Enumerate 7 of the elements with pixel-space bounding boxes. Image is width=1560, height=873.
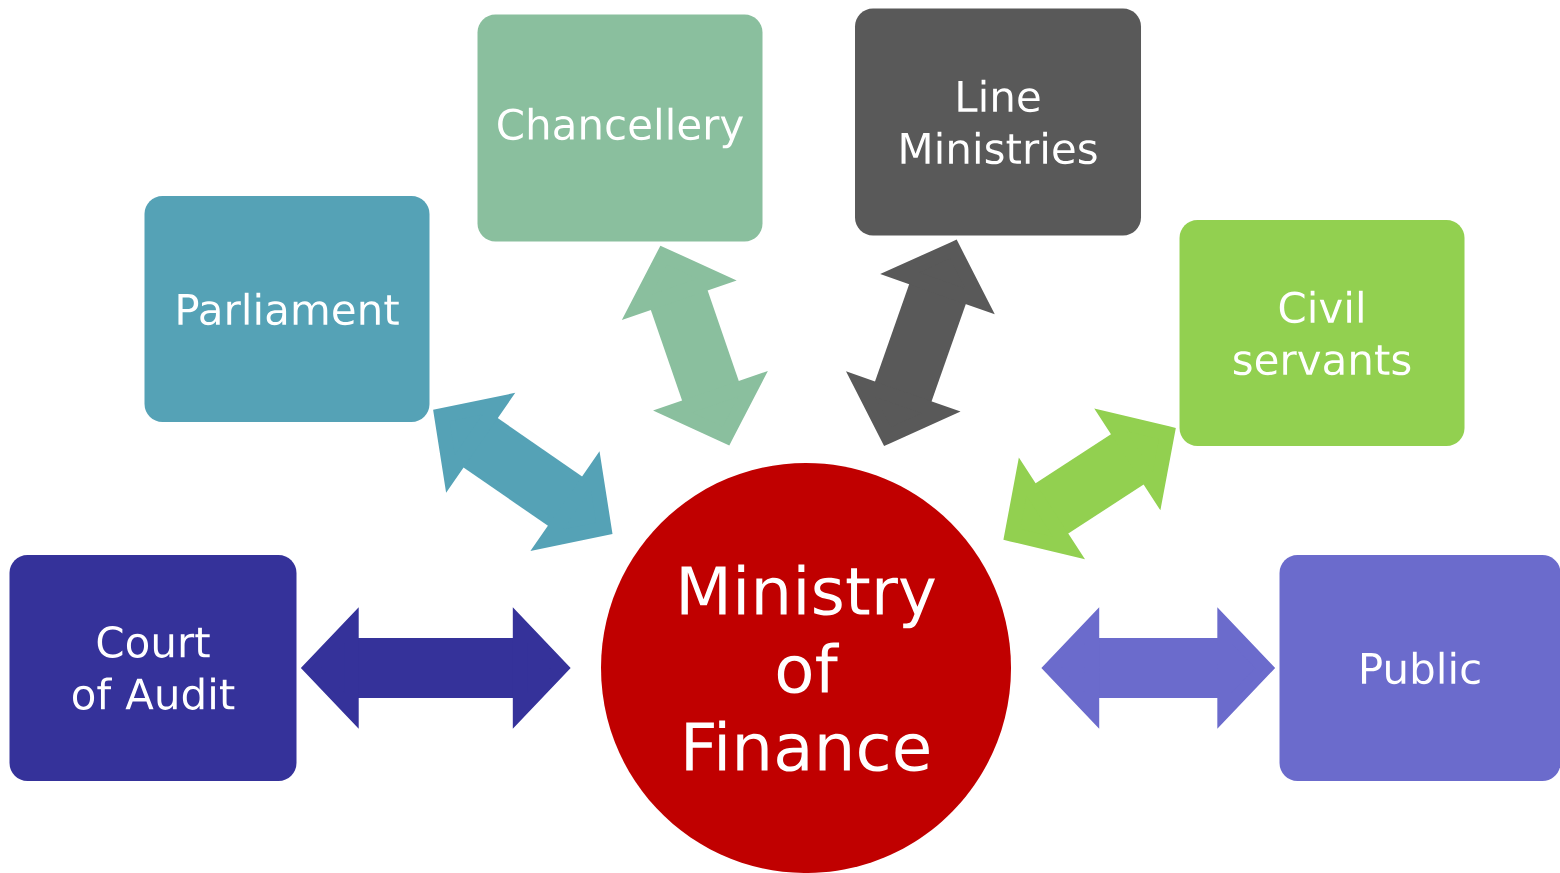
circle-node: Ministry of Finance bbox=[601, 463, 1011, 873]
rounded-box: Chancellery bbox=[477, 14, 763, 242]
rounded-box: Public bbox=[1279, 555, 1560, 781]
rounded-box: Line Ministries bbox=[855, 8, 1141, 236]
rounded-box: Court of Audit bbox=[9, 555, 297, 781]
rounded-box: Parliament bbox=[144, 196, 430, 422]
rounded-box: Civil servants bbox=[1179, 220, 1465, 446]
